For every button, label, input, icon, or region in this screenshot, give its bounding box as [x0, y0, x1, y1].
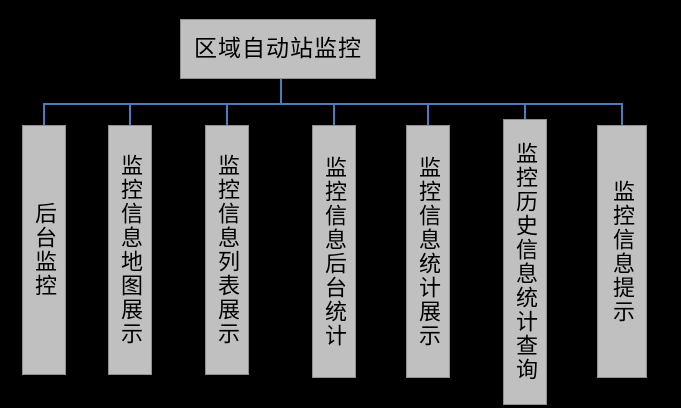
node-child-6[interactable]: 监控历史信息统计查询: [503, 119, 547, 405]
connector-drop-4: [333, 103, 335, 125]
node-child-2[interactable]: 监控信息地图展示: [108, 125, 152, 375]
node-child-5[interactable]: 监控信息统计展示: [406, 125, 450, 378]
connector-drop-6: [524, 103, 526, 119]
node-child-4[interactable]: 监控信息后台统计: [312, 125, 356, 378]
node-child-3-label: 监控信息列表展示: [214, 154, 240, 346]
node-child-7-label: 监控信息提示: [609, 179, 635, 324]
node-child-6-label: 监控历史信息统计查询: [512, 142, 538, 382]
connector-drop-2: [129, 103, 131, 125]
connector-drop-7: [621, 103, 623, 125]
node-child-2-label: 监控信息地图展示: [117, 154, 143, 346]
connector-drop-5: [427, 103, 429, 125]
node-child-3[interactable]: 监控信息列表展示: [205, 125, 249, 375]
connector-drop-3: [226, 103, 228, 125]
connector-root-stem: [280, 79, 282, 105]
node-child-1[interactable]: 后台监控: [22, 125, 66, 375]
node-root[interactable]: 区域自动站监控: [180, 19, 376, 79]
connector-drop-1: [43, 103, 45, 125]
node-child-5-label: 监控信息统计展示: [415, 155, 441, 348]
node-child-4-label: 监控信息后台统计: [321, 155, 347, 348]
node-child-7[interactable]: 监控信息提示: [597, 125, 647, 378]
node-root-label: 区域自动站监控: [194, 36, 362, 62]
node-child-1-label: 后台监控: [31, 202, 57, 298]
